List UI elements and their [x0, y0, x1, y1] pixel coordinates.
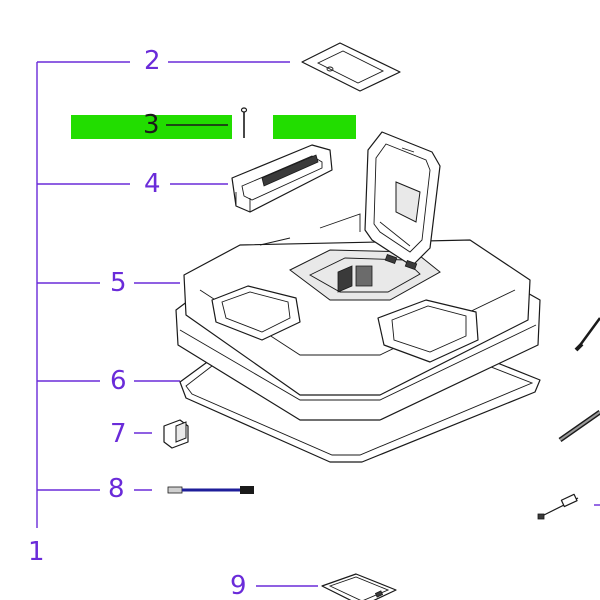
part-5-housing	[175, 213, 541, 463]
callout-2: 2	[144, 46, 161, 76]
callout-7: 7	[110, 419, 127, 449]
callout-6: 6	[110, 366, 127, 396]
part-9-plate	[321, 573, 397, 600]
callout-3: 3	[143, 110, 160, 140]
part-8-cable	[167, 486, 254, 494]
callout-8: 8	[108, 474, 125, 504]
callout-5: 5	[110, 268, 127, 298]
right-edge-cables	[537, 317, 600, 520]
callout-1: 1	[28, 537, 45, 567]
callout-9: 9	[230, 571, 247, 600]
part-5-lid	[364, 131, 441, 271]
part-2-label-plate	[301, 42, 401, 92]
part-7-clip	[163, 419, 189, 449]
assembly-bracket	[36, 61, 130, 528]
center-grille	[337, 265, 373, 293]
part-3-screw	[240, 107, 248, 138]
part-4-handle	[231, 144, 333, 213]
highlight-bar-right	[273, 115, 356, 139]
callout-4: 4	[144, 169, 161, 199]
highlight-bar-left	[71, 115, 232, 139]
leader-lines	[134, 61, 318, 587]
